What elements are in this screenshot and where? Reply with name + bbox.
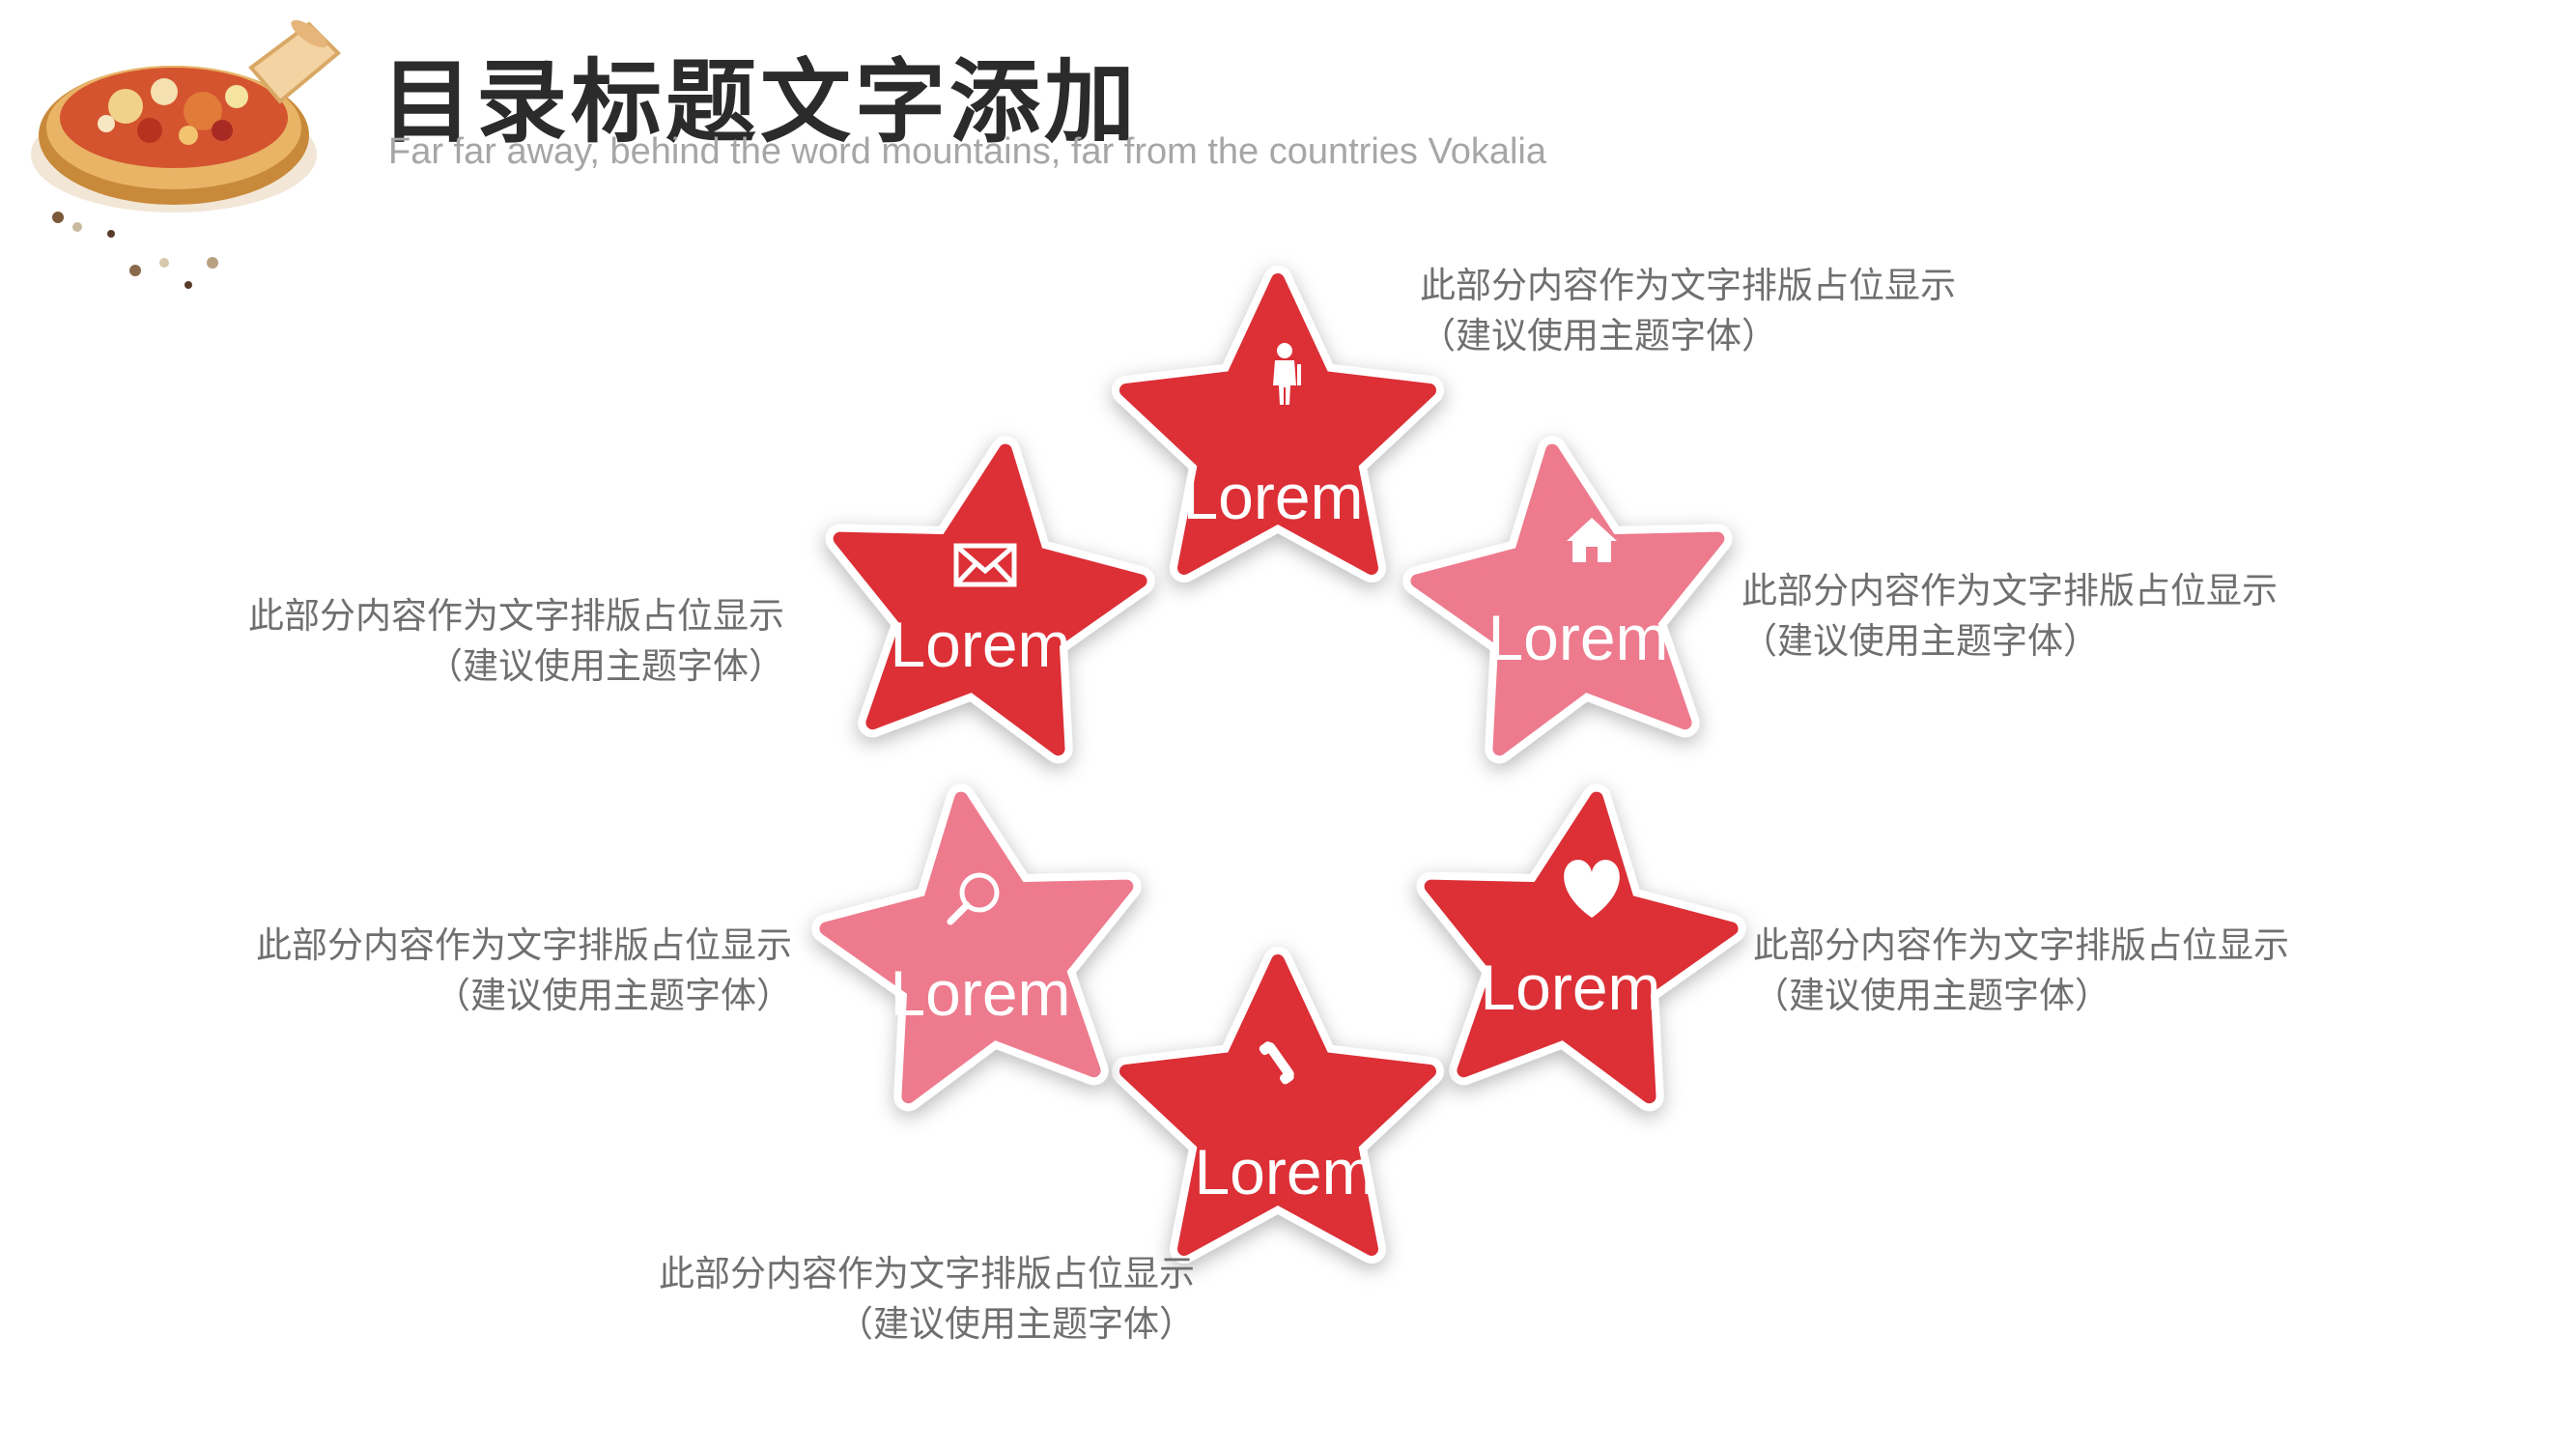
description-block: 此部分内容作为文字排版占位显示 （建议使用主题字体）	[1741, 566, 2278, 667]
description-line: （建议使用主题字体）	[1741, 620, 2099, 662]
envelope-icon	[953, 543, 1017, 587]
description-line: 此部分内容作为文字排版占位显示	[248, 595, 784, 637]
description-block: 此部分内容作为文字排版占位显示 （建议使用主题字体）	[659, 1249, 1195, 1350]
star-item	[1406, 778, 1746, 1105]
star-label: Lorem	[890, 609, 1070, 680]
description-block: 此部分内容作为文字排版占位显示 （建议使用主题字体）	[1420, 261, 1956, 361]
star-label: Lorem	[1194, 1136, 1374, 1208]
description-line: 此部分内容作为文字排版占位显示	[1753, 924, 2289, 966]
description-line: 此部分内容作为文字排版占位显示	[256, 924, 792, 966]
description-block: 此部分内容作为文字排版占位显示 （建议使用主题字体）	[248, 591, 784, 692]
food-bowl-illustration	[31, 19, 341, 289]
description-block: 此部分内容作为文字排版占位显示 （建议使用主题字体）	[256, 921, 792, 1021]
description-line: 此部分内容作为文字排版占位显示	[1741, 570, 2278, 611]
page-title: 目录标题文字添加	[382, 50, 1140, 156]
description-line: （建议使用主题字体）	[427, 645, 784, 687]
star-item	[815, 430, 1155, 757]
star-label: Lorem	[1480, 952, 1660, 1023]
description-line: （建议使用主题字体）	[837, 1303, 1195, 1345]
page-subtitle: Far far away, behind the word mountains,…	[388, 131, 1547, 172]
description-line: （建议使用主题字体）	[435, 975, 792, 1016]
star-item	[1402, 430, 1742, 757]
description-line: 此部分内容作为文字排版占位显示	[659, 1253, 1195, 1294]
home-icon	[1567, 518, 1617, 562]
description-block: 此部分内容作为文字排版占位显示 （建议使用主题字体）	[1753, 921, 2289, 1021]
description-line: （建议使用主题字体）	[1753, 975, 2110, 1016]
person-icon	[1273, 343, 1301, 405]
heart-icon	[1564, 860, 1620, 918]
phone-icon	[1259, 1041, 1294, 1085]
search-icon	[947, 872, 1000, 925]
description-line: 此部分内容作为文字排版占位显示	[1420, 265, 1956, 306]
star-item	[811, 778, 1151, 1105]
star-label: Lorem	[1182, 461, 1363, 532]
star-label: Lorem	[890, 957, 1070, 1029]
description-line: （建议使用主题字体）	[1420, 315, 1777, 356]
star-label: Lorem	[1487, 602, 1668, 673]
